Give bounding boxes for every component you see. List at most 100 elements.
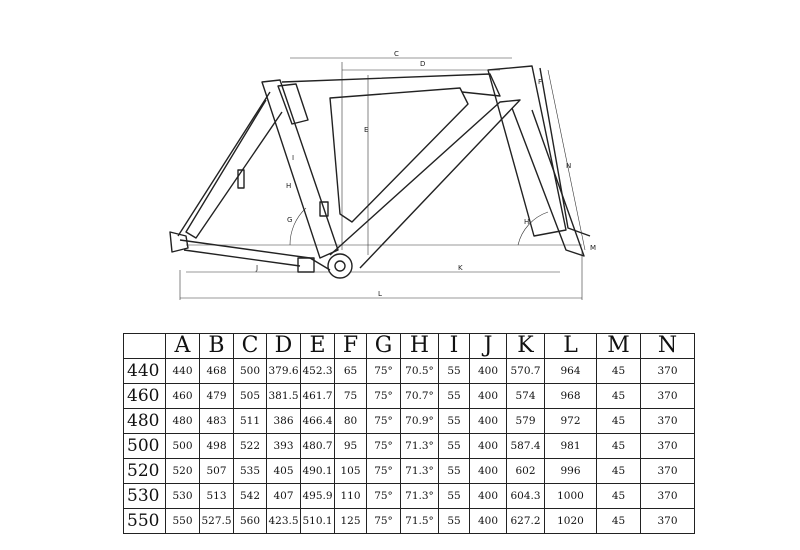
column-header: A	[165, 333, 200, 359]
table-cell: 70.5°	[400, 358, 439, 384]
table-cell: 45	[596, 383, 641, 409]
table-cell: 400	[469, 383, 507, 409]
frame-size-cell: 520	[123, 458, 166, 484]
table-cell: 400	[469, 408, 507, 434]
table-cell: 75°	[366, 433, 401, 459]
table-cell: 55	[438, 383, 470, 409]
frame-size-cell: 440	[123, 358, 166, 384]
table-header-row: A B C D E F G H I J K L M N	[123, 333, 695, 359]
table-cell: 964	[544, 358, 597, 384]
label-n: N	[566, 162, 571, 170]
label-f: F	[538, 78, 542, 86]
label-l: L	[378, 290, 382, 298]
table-cell: 45	[596, 408, 641, 434]
table-cell: 370	[640, 408, 695, 434]
table-cell: 522	[233, 433, 267, 459]
table-cell: 55	[438, 358, 470, 384]
table-cell: 75°	[366, 508, 401, 534]
table-cell: 527.5	[199, 508, 234, 534]
table-cell: 80	[334, 408, 367, 434]
table-cell: 505	[233, 383, 267, 409]
frame-size-cell: 480	[123, 408, 166, 434]
table-cell: 602	[506, 458, 545, 484]
table-cell: 105	[334, 458, 367, 484]
table-cell: 75°	[366, 358, 401, 384]
frame-size-cell: 460	[123, 383, 166, 409]
table-cell: 393	[266, 433, 301, 459]
label-i: I	[292, 154, 294, 162]
label-m: M	[590, 244, 596, 252]
column-header: F	[334, 333, 367, 359]
table-cell: 45	[596, 508, 641, 534]
table-cell: 400	[469, 358, 507, 384]
frame-size-cell: 550	[123, 508, 166, 534]
table-cell: 550	[165, 508, 200, 534]
table-cell: 370	[640, 358, 695, 384]
label-h-head: H	[524, 218, 529, 226]
table-cell: 627.2	[506, 508, 545, 534]
table-cell: 400	[469, 483, 507, 509]
table-cell: 535	[233, 458, 267, 484]
table-cell: 513	[199, 483, 234, 509]
table-cell: 75	[334, 383, 367, 409]
table-cell: 45	[596, 483, 641, 509]
table-cell: 981	[544, 433, 597, 459]
table-cell: 370	[640, 458, 695, 484]
table-cell: 55	[438, 483, 470, 509]
column-header: G	[366, 333, 401, 359]
table-cell: 479	[199, 383, 234, 409]
table-cell: 460	[165, 383, 200, 409]
table-cell: 55	[438, 458, 470, 484]
table-cell: 45	[596, 358, 641, 384]
table-cell: 386	[266, 408, 301, 434]
label-e: E	[364, 126, 368, 134]
table-cell: 370	[640, 433, 695, 459]
table-cell: 71.3°	[400, 458, 439, 484]
table-cell: 520	[165, 458, 200, 484]
table-cell: 468	[199, 358, 234, 384]
column-header	[123, 333, 166, 359]
table-cell: 972	[544, 408, 597, 434]
table-cell: 423.5	[266, 508, 301, 534]
table-cell: 400	[469, 433, 507, 459]
table-cell: 440	[165, 358, 200, 384]
table-cell: 71.3°	[400, 483, 439, 509]
table-cell: 71.3°	[400, 433, 439, 459]
label-c: C	[394, 50, 399, 58]
table-cell: 560	[233, 508, 267, 534]
table-cell: 530	[165, 483, 200, 509]
table-cell: 70.9°	[400, 408, 439, 434]
table-cell: 968	[544, 383, 597, 409]
column-header: I	[438, 333, 470, 359]
table-cell: 507	[199, 458, 234, 484]
table-cell: 75°	[366, 408, 401, 434]
table-cell: 1000	[544, 483, 597, 509]
table-cell: 498	[199, 433, 234, 459]
table-cell: 45	[596, 458, 641, 484]
table-cell: 45	[596, 433, 641, 459]
table-cell: 55	[438, 433, 470, 459]
table-cell: 500	[165, 433, 200, 459]
column-header: L	[544, 333, 597, 359]
column-header: D	[266, 333, 301, 359]
table-cell: 570.7	[506, 358, 545, 384]
table-cell: 75°	[366, 458, 401, 484]
table-cell: 461.7	[300, 383, 335, 409]
column-header: B	[199, 333, 234, 359]
frame-size-cell: 530	[123, 483, 166, 509]
table-cell: 1020	[544, 508, 597, 534]
table-cell: 370	[640, 483, 695, 509]
table-cell: 405	[266, 458, 301, 484]
label-j: J	[255, 264, 258, 272]
table-cell: 996	[544, 458, 597, 484]
table-cell: 511	[233, 408, 267, 434]
table-cell: 466.4	[300, 408, 335, 434]
table-cell: 500	[233, 358, 267, 384]
table-cell: 75°	[366, 483, 401, 509]
